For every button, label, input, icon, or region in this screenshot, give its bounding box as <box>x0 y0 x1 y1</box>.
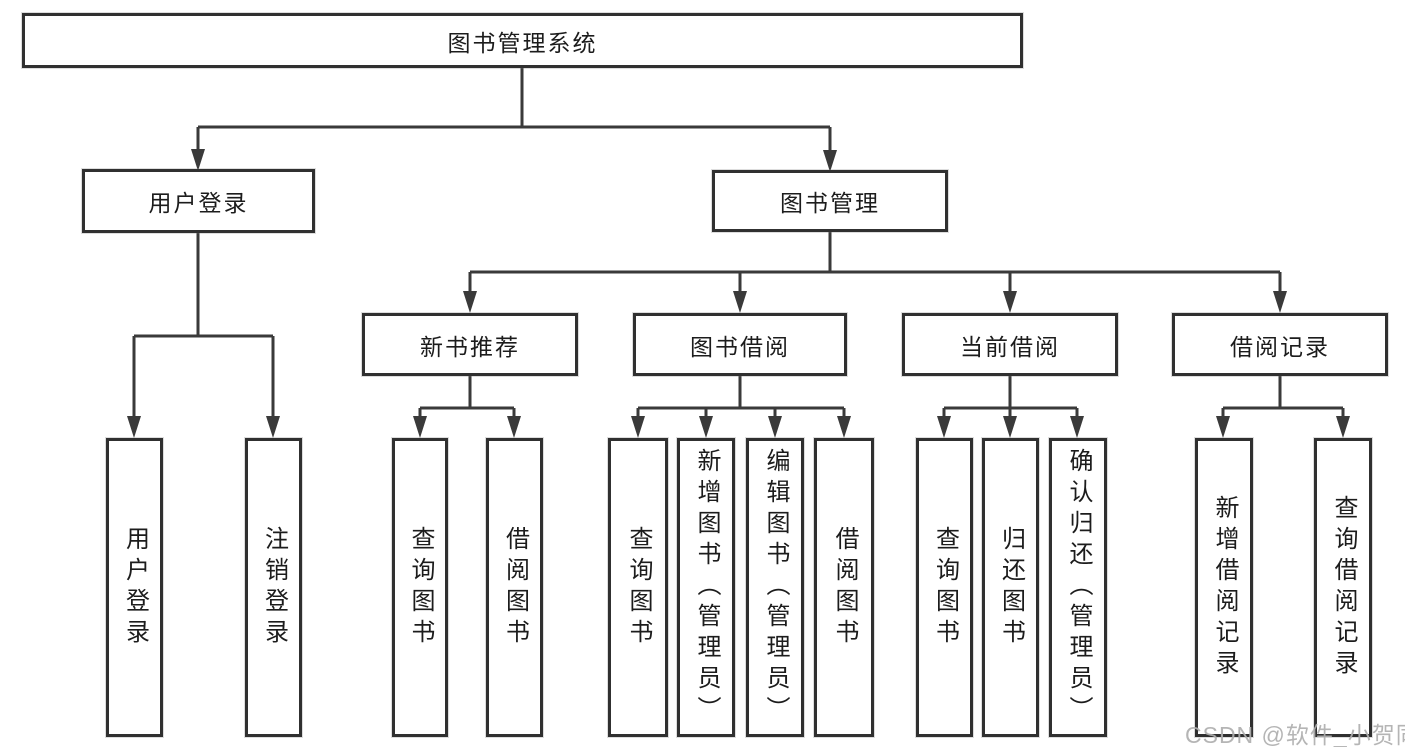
node-label: 图书借阅 <box>690 333 790 360</box>
node-library-management-system: 图书管理系统 <box>22 13 1023 68</box>
leaf-return-books: 归还图书 <box>982 438 1039 737</box>
node-label: 归还图书 <box>997 525 1025 650</box>
node-user-login: 用户登录 <box>82 169 315 233</box>
node-label: 当前借阅 <box>960 333 1060 360</box>
node-label: 新增借阅记录 <box>1211 494 1238 681</box>
node-label: 图书管理 <box>780 190 880 216</box>
node-label: 借阅图书 <box>501 525 529 650</box>
node-label: 注销登录 <box>260 525 288 650</box>
csdn-watermark: CSDN @软件_小贺同学 <box>1185 722 1405 747</box>
node-label: 新增图书（管理员） <box>693 448 720 727</box>
leaf-borrow-books-recommend: 借阅图书 <box>486 438 543 737</box>
node-label: 查询图书 <box>407 525 434 650</box>
leaf-query-books-borrow: 查询图书 <box>608 438 668 737</box>
node-label: 确认归还（管理员） <box>1065 448 1092 727</box>
leaf-add-borrow-record: 新增借阅记录 <box>1195 438 1253 737</box>
node-label: 借阅记录 <box>1230 333 1330 360</box>
arrow-down-icons <box>127 149 1350 438</box>
node-label: 查询图书 <box>625 525 652 650</box>
node-borrowing-records: 借阅记录 <box>1172 313 1388 376</box>
node-label: 查询图书 <box>931 525 959 650</box>
leaf-user-login: 用户登录 <box>106 438 163 737</box>
node-label: 查询借阅记录 <box>1330 494 1357 681</box>
leaf-edit-book-admin: 编辑图书（管理员） <box>746 438 804 737</box>
node-label: 新书推荐 <box>420 333 520 360</box>
leaf-query-books-recommend: 查询图书 <box>392 438 448 737</box>
node-current-borrowing: 当前借阅 <box>902 313 1118 376</box>
leaf-query-borrow-record: 查询借阅记录 <box>1314 438 1372 737</box>
node-label: 用户登录 <box>121 525 149 650</box>
leaf-logout: 注销登录 <box>245 438 302 737</box>
leaf-borrow-books: 借阅图书 <box>814 438 874 737</box>
node-book-management: 图书管理 <box>712 170 948 232</box>
leaf-add-book-admin: 新增图书（管理员） <box>677 438 735 737</box>
leaf-confirm-return-admin: 确认归还（管理员） <box>1049 438 1107 737</box>
tree-edges <box>132 68 1345 419</box>
node-label: 用户登录 <box>148 190 249 216</box>
node-new-book-recommendation: 新书推荐 <box>362 313 578 376</box>
node-label: 图书管理系统 <box>447 29 598 56</box>
node-label: 借阅图书 <box>831 525 858 650</box>
leaf-query-books-current: 查询图书 <box>916 438 973 737</box>
node-label: 编辑图书（管理员） <box>762 448 789 727</box>
node-book-borrowing: 图书借阅 <box>633 313 847 376</box>
